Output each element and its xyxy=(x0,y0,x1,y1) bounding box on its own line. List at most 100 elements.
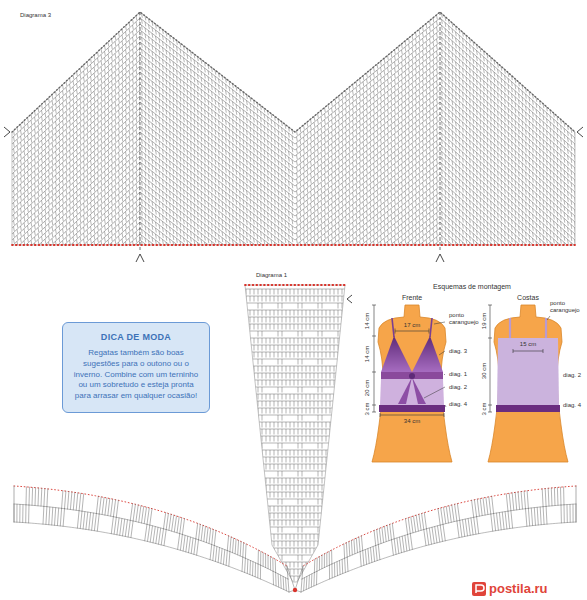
stitch-row xyxy=(12,162,140,285)
stitch-row xyxy=(245,373,345,379)
stitch-row xyxy=(245,555,345,561)
stitch-row xyxy=(440,18,575,142)
band-stitches xyxy=(14,486,15,522)
stitch-row xyxy=(295,102,440,225)
stitch-row xyxy=(245,310,345,316)
stitch-row xyxy=(440,156,575,280)
stitch-row xyxy=(295,186,440,309)
stitch-row xyxy=(12,216,140,339)
stitch-row xyxy=(440,192,575,316)
stitch-row xyxy=(245,394,345,400)
stitch-row xyxy=(245,387,345,393)
band-stitches xyxy=(295,566,303,592)
part-callout: diag. 3 xyxy=(449,348,467,355)
stitch-row xyxy=(140,90,295,212)
waist-band xyxy=(381,372,443,379)
stitch-row xyxy=(440,84,575,208)
chain-edge xyxy=(245,284,345,286)
dimension-label: 34 cm xyxy=(404,418,420,425)
stitch-row xyxy=(245,359,345,365)
stitch-row xyxy=(295,138,440,261)
tip-heading: DICA DE MODA xyxy=(71,332,201,342)
stitch-row xyxy=(12,186,140,309)
stitch-row xyxy=(295,222,440,345)
stitch-row xyxy=(12,60,140,183)
stitch-row xyxy=(12,144,140,267)
stitch-row xyxy=(440,132,575,256)
dimension-label: 3 cm xyxy=(364,402,371,415)
part-callout: diag. 2 xyxy=(563,372,581,379)
stitch-row xyxy=(12,192,140,315)
stitch-row xyxy=(140,180,295,302)
stitch-row xyxy=(12,96,140,219)
stitch-row xyxy=(140,30,295,152)
stitch-row xyxy=(245,485,345,491)
cup xyxy=(381,336,412,372)
stitch-row xyxy=(12,36,140,159)
stitch-row xyxy=(245,366,345,372)
stitch-row xyxy=(440,120,575,244)
stitch-row xyxy=(12,54,140,177)
stitch-row xyxy=(440,114,575,238)
stitch-row xyxy=(245,408,345,414)
strap xyxy=(545,318,547,339)
stitch-row xyxy=(245,534,345,540)
stitch-row xyxy=(140,114,295,236)
stitch-row xyxy=(440,108,575,232)
stitch-row xyxy=(140,120,295,242)
start-arrow xyxy=(4,127,10,137)
stitch-row xyxy=(140,102,295,224)
dimension-label: 15 cm xyxy=(520,341,536,348)
stitch-row xyxy=(12,168,140,291)
dimension-label: 30 cm xyxy=(481,363,488,379)
stitch-row xyxy=(12,204,140,327)
stitch-row xyxy=(295,162,440,285)
stitch-row xyxy=(245,478,345,484)
stitch-row xyxy=(245,541,345,547)
stitch-row xyxy=(440,144,575,268)
stitch-row xyxy=(440,36,575,160)
part-callout: diag. 4 xyxy=(449,401,467,408)
stitch-row xyxy=(140,198,295,320)
stitch-row xyxy=(245,499,345,505)
knot xyxy=(409,373,415,379)
band-stitches xyxy=(301,487,576,592)
stitch-row xyxy=(12,156,140,279)
stitch-row xyxy=(440,60,575,184)
strap xyxy=(392,318,394,337)
stitch-chart xyxy=(14,486,576,592)
dimension-label: 14 cm xyxy=(364,313,371,329)
stitch-row xyxy=(12,18,140,141)
stitch-row xyxy=(295,18,440,141)
start-arrow xyxy=(136,254,144,262)
stitch-row xyxy=(245,443,345,449)
stitch-row xyxy=(440,174,575,298)
stitch-row xyxy=(12,138,140,261)
stitch-note: ponto caranguejo xyxy=(550,300,584,313)
stitch-row xyxy=(440,24,575,148)
diagram-title: Diagrama 3 xyxy=(20,12,51,19)
stitch-row xyxy=(295,36,440,159)
stitch-row xyxy=(295,60,440,183)
stitch-row xyxy=(140,216,295,338)
stitch-row xyxy=(140,144,295,266)
dimension-line xyxy=(513,349,543,353)
stitch-rows xyxy=(245,289,345,582)
stitch-row xyxy=(12,102,140,225)
hem-band xyxy=(496,405,560,412)
stitch-note: ponto caranguejo xyxy=(449,312,485,325)
stitch-row xyxy=(140,66,295,188)
stitch-row xyxy=(245,513,345,519)
stitch-row xyxy=(295,120,440,243)
stitch-row xyxy=(12,126,140,249)
stitch-row xyxy=(440,162,575,286)
stitch-row xyxy=(440,168,575,292)
stitch-row xyxy=(140,60,295,182)
stitch-row xyxy=(440,48,575,172)
drape xyxy=(412,377,426,404)
center-line xyxy=(140,12,141,250)
stitch-row xyxy=(295,192,440,315)
chain-edge xyxy=(12,12,575,132)
